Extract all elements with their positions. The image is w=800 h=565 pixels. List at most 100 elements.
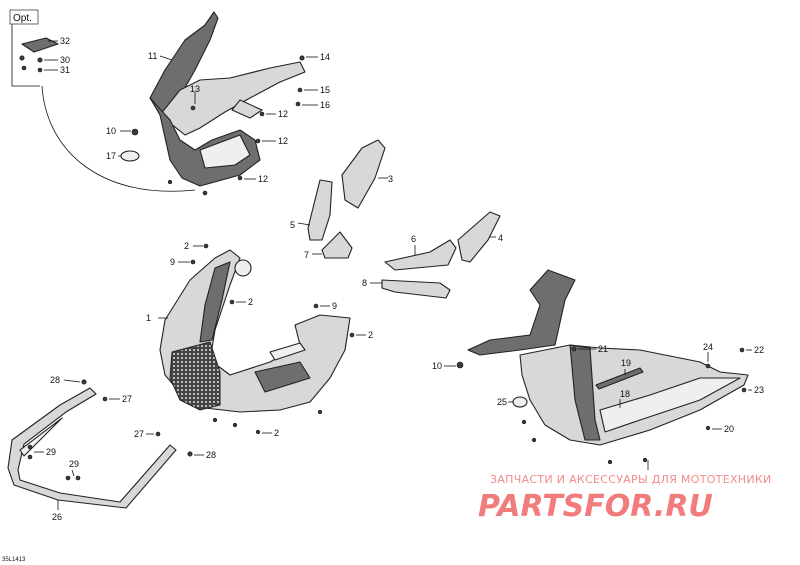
reference-code: 35L1413 — [2, 557, 26, 563]
callout-2-a: 2 — [184, 241, 189, 251]
nut — [521, 419, 527, 425]
optional-bracket — [21, 37, 59, 53]
watermark: ЗАПЧАСТИ И АКСЕССУАРЫ ДЛЯ МОТОТЕХНИКИ PA… — [478, 473, 772, 524]
nose-side-trim — [199, 261, 231, 343]
nut — [237, 175, 243, 181]
rivet — [456, 361, 464, 369]
opt-connector-curve — [41, 85, 196, 192]
callout-25: 25 — [497, 397, 507, 407]
callout-3: 3 — [388, 174, 393, 184]
front-grille — [169, 341, 221, 411]
callout-9-a: 9 — [170, 257, 175, 267]
opt-label: Opt. — [13, 13, 32, 24]
callout-2-d: 2 — [274, 428, 279, 438]
nut — [259, 111, 265, 117]
nut — [202, 190, 208, 196]
opt-bracket-line — [11, 24, 40, 87]
panel-8 — [381, 279, 451, 299]
callout-14: 14 — [320, 52, 330, 62]
screw — [27, 454, 33, 460]
nut — [232, 422, 238, 428]
nut — [531, 437, 537, 443]
callout-26: 26 — [52, 512, 62, 522]
screw — [75, 475, 81, 481]
callout-23: 23 — [754, 385, 764, 395]
rivet — [131, 128, 139, 136]
callout-12-c: 12 — [258, 174, 268, 184]
callout-10-top: 10 — [106, 126, 116, 136]
callout-10-bottom: 10 — [432, 361, 442, 371]
upper-fairing — [159, 61, 306, 136]
panel-5 — [307, 179, 333, 241]
callout-13: 13 — [190, 84, 200, 94]
callout-8: 8 — [362, 278, 367, 288]
opt-nut — [37, 67, 43, 73]
callout-18: 18 — [620, 389, 630, 399]
belly-pan-assembly: 21 19 18 10 25 24 22 23 20 20 — [432, 269, 764, 470]
nose-vent — [269, 342, 306, 361]
nut — [255, 429, 261, 435]
front-nose-assembly: 1 2 9 2 9 2 2 — [146, 241, 373, 438]
opt-screw — [37, 57, 43, 63]
callout-9-b: 9 — [332, 301, 337, 311]
support-arm — [467, 269, 576, 356]
callout-7: 7 — [304, 250, 309, 260]
rivet — [313, 303, 319, 309]
nut — [295, 101, 301, 107]
rivet — [190, 259, 196, 265]
callout-16: 16 — [320, 100, 330, 110]
nut — [739, 347, 745, 353]
nut — [642, 457, 648, 463]
callout-6: 6 — [411, 234, 416, 244]
bumper-assembly: 28 27 29 29 27 28 26 — [7, 375, 216, 522]
panel-3 — [341, 139, 386, 209]
opt-nut — [21, 65, 27, 71]
callout-15: 15 — [320, 85, 330, 95]
nut — [741, 387, 747, 393]
panel-6 — [384, 239, 457, 271]
watermark-brand: PARTSFOR.RU — [478, 489, 713, 524]
skid-surface — [599, 377, 741, 433]
nut — [167, 179, 173, 185]
opt-label-box — [9, 9, 39, 25]
panel-7 — [321, 231, 353, 259]
fairing-tab — [231, 99, 263, 119]
screw — [27, 444, 33, 450]
callout-28-a: 28 — [50, 375, 60, 385]
headlight-bezel — [254, 361, 311, 393]
callout-32: 32 — [60, 36, 70, 46]
callout-12-a: 12 — [278, 109, 288, 119]
washer — [297, 87, 303, 93]
callout-30: 30 — [60, 55, 70, 65]
screw — [349, 332, 355, 338]
callout-2-c: 2 — [368, 330, 373, 340]
nut — [317, 409, 323, 415]
callout-20-a: 20 — [724, 424, 734, 434]
screw — [299, 55, 305, 61]
belly-pan-rib — [569, 344, 601, 441]
screw — [65, 475, 71, 481]
callout-27-a: 27 — [122, 394, 132, 404]
screw — [229, 299, 235, 305]
bumper-bar — [7, 387, 177, 509]
screw — [705, 363, 711, 369]
watermark-tagline: ЗАПЧАСТИ И АКСЕССУАРЫ ДЛЯ МОТОТЕХНИКИ — [490, 473, 772, 486]
optional-parts-inset: Opt. 32 30 31 — [9, 9, 196, 192]
callout-24: 24 — [703, 342, 713, 352]
callout-29-a: 29 — [46, 447, 56, 457]
opt-screw — [19, 55, 25, 61]
belly-pan — [519, 344, 749, 446]
cap — [512, 396, 528, 408]
nut — [155, 431, 161, 437]
callout-28-b: 28 — [206, 450, 216, 460]
nut — [705, 425, 711, 431]
callout-11: 11 — [148, 51, 157, 61]
callout-17: 17 — [106, 151, 116, 161]
callout-29-b: 29 — [69, 459, 79, 469]
callout-1: 1 — [146, 313, 151, 323]
panel-4 — [457, 211, 501, 263]
screw — [190, 105, 196, 111]
nut — [255, 138, 261, 144]
foam-pieces: 3 5 7 6 4 8 — [290, 139, 503, 299]
